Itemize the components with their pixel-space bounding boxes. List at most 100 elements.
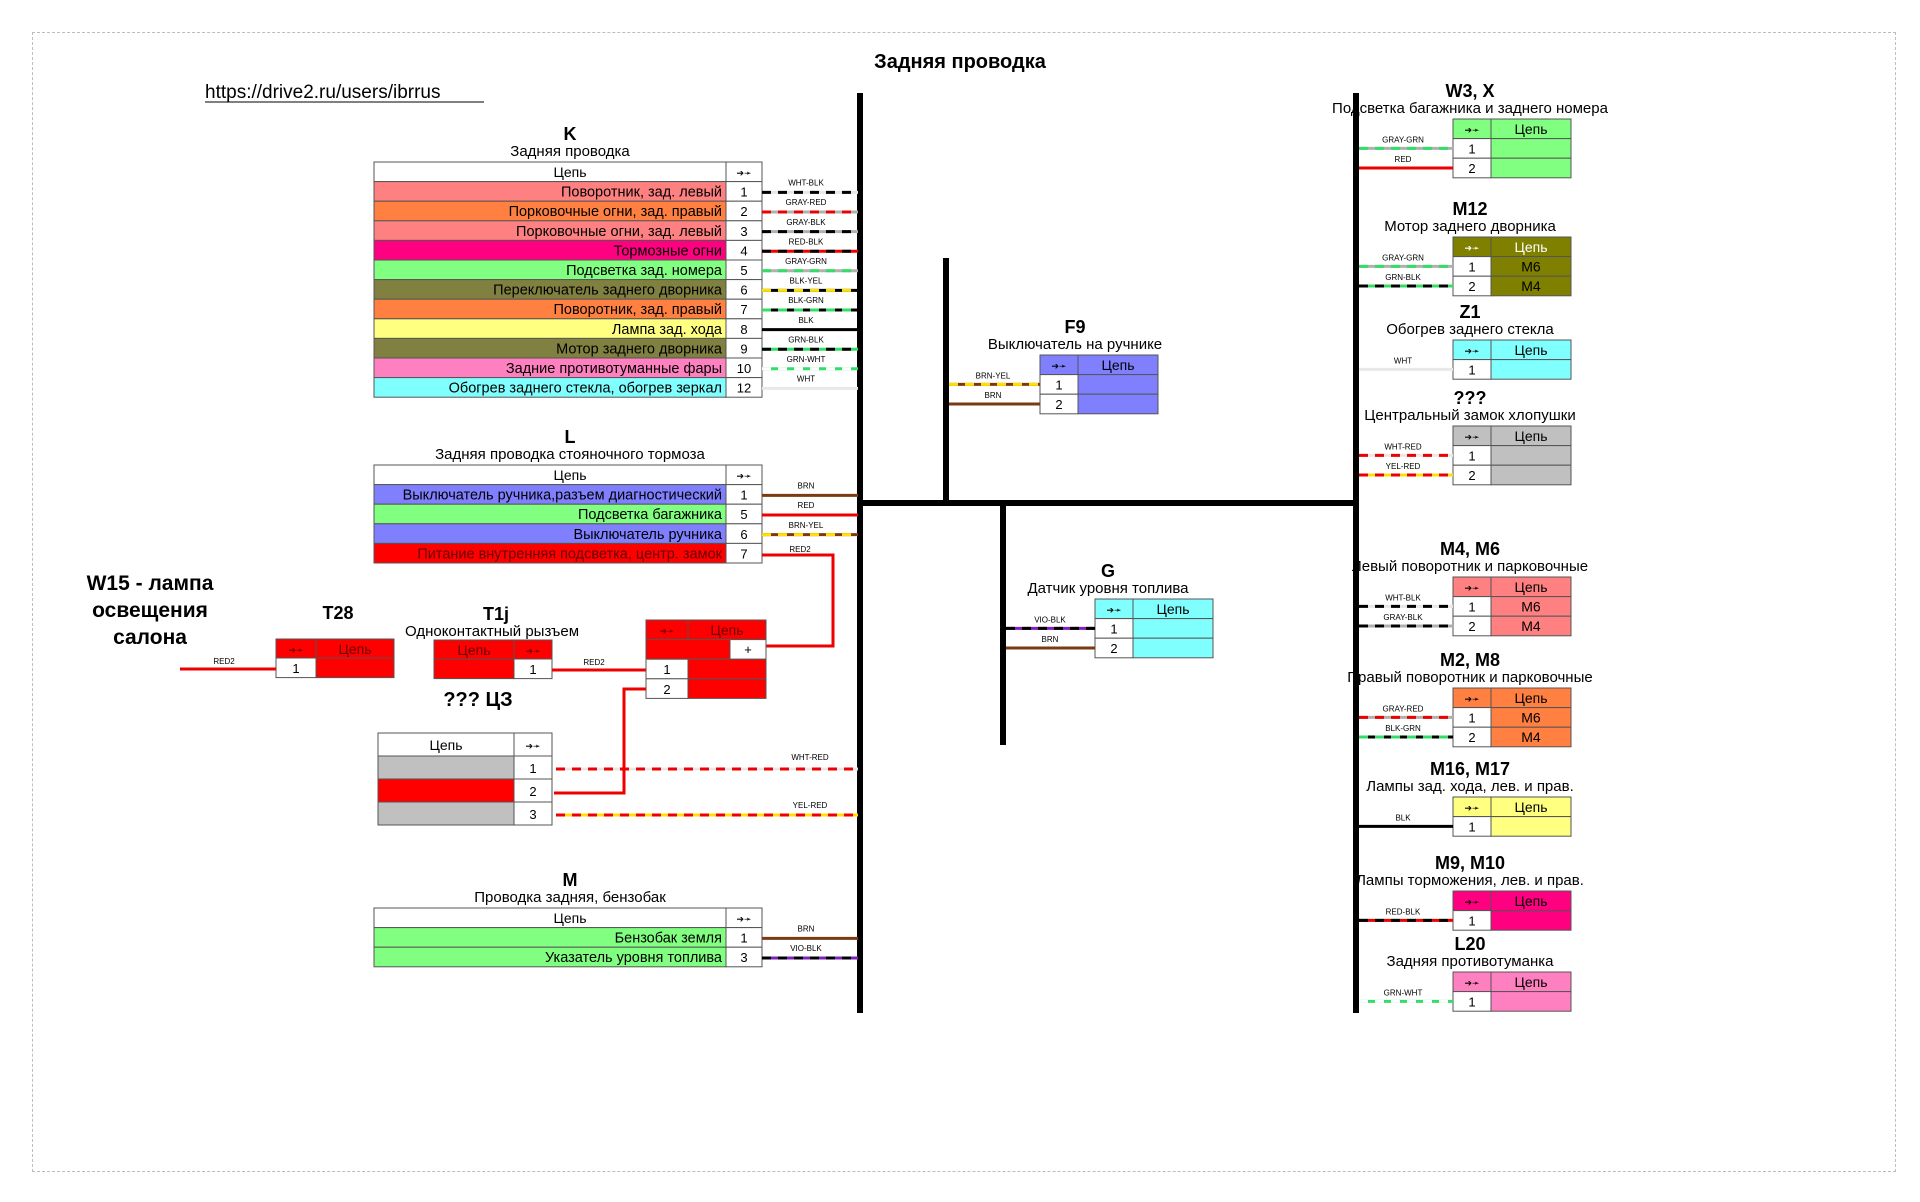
pin-icon: ➔➛ bbox=[525, 646, 541, 656]
wire-label: BLK-GRN bbox=[788, 296, 824, 305]
unknown-cz-label: ??? ЦЗ bbox=[443, 689, 512, 711]
header-circuit-label: Цепь bbox=[1156, 601, 1189, 617]
row-pin-number: 6 bbox=[740, 283, 747, 298]
wire-label: BRN bbox=[1042, 635, 1059, 644]
wire-l7-red2 bbox=[762, 553, 835, 648]
connector-id: L bbox=[565, 427, 576, 447]
row-pin-number: 1 bbox=[740, 931, 747, 946]
row-pin-number: 12 bbox=[737, 381, 751, 396]
pin-icon: ➔➛ bbox=[525, 741, 541, 751]
row-pin-number: 1 bbox=[1468, 995, 1475, 1010]
pin-icon: ➔➛ bbox=[1464, 432, 1480, 442]
wire-label: WHT bbox=[797, 375, 815, 384]
wire-label: WHT bbox=[1394, 357, 1412, 366]
row-pin-number: 1 bbox=[1468, 711, 1475, 726]
wire-label: GRAY-RED bbox=[1383, 705, 1424, 714]
row-label: Поворотник, зад. левый bbox=[561, 185, 722, 201]
wire-label: BRN-YEL bbox=[976, 372, 1011, 381]
connector-id: Z1 bbox=[1459, 302, 1480, 322]
row-circuit bbox=[1490, 138, 1572, 159]
connector-subtitle: Подсветка багажника и заднего номера bbox=[1332, 100, 1609, 117]
connector-subtitle: Выключатель на ручнике bbox=[988, 336, 1162, 353]
wire-label: GRAY-GRN bbox=[785, 257, 827, 266]
header-circuit-label: Цепь bbox=[457, 642, 490, 658]
row-pin-number: 7 bbox=[740, 302, 747, 317]
wire-label: GRAY-BLK bbox=[786, 218, 826, 227]
row-circuit bbox=[1132, 618, 1214, 639]
wire-label: BRN-YEL bbox=[789, 521, 824, 530]
row-circuit bbox=[433, 658, 515, 680]
row-pin-number: 2 bbox=[1468, 279, 1475, 294]
row-circuit bbox=[645, 639, 731, 660]
row-pin-number: 1 bbox=[529, 761, 536, 776]
row-pin-number: 2 bbox=[1468, 619, 1475, 634]
pin-icon: ➔➛ bbox=[1464, 125, 1480, 135]
pin-icon: ➔➛ bbox=[288, 645, 304, 655]
connector-id-t28: T28 bbox=[322, 603, 353, 623]
header-circuit-label: Цепь bbox=[429, 737, 462, 753]
wire-label: YEL-RED bbox=[1386, 462, 1421, 471]
row-pin-number: 2 bbox=[1110, 641, 1117, 656]
connector-id: ??? bbox=[1454, 388, 1487, 408]
row-circuit bbox=[377, 801, 515, 826]
row-pin-number: 9 bbox=[740, 341, 747, 356]
row-circuit bbox=[1077, 374, 1159, 395]
row-label: Переключатель заднего дворника bbox=[493, 283, 723, 299]
row-circuit bbox=[1490, 726, 1572, 748]
row-circuit bbox=[377, 755, 515, 780]
header-circuit-label: Цепь bbox=[553, 467, 586, 483]
row-label: Подсветка багажника bbox=[578, 507, 723, 523]
row-pin-number: 1 bbox=[1468, 914, 1475, 929]
connector-subtitle: Левый поворотник и парковочные bbox=[1352, 558, 1588, 575]
connector-id: M bbox=[563, 870, 578, 890]
row-value: M6 bbox=[1521, 259, 1541, 275]
row-circuit bbox=[1490, 910, 1572, 931]
wire-label: BRN bbox=[798, 482, 815, 491]
pin-icon: ➔➛ bbox=[736, 471, 752, 481]
header-circuit-label: Цепь bbox=[1514, 428, 1547, 444]
wire-label: RED-BLK bbox=[1386, 908, 1421, 917]
row-label: Поворотник, зад. правый bbox=[554, 302, 723, 318]
row-value: M4 bbox=[1521, 729, 1541, 745]
row-circuit bbox=[1490, 275, 1572, 297]
connector-subtitle: Мотор заднего дворника bbox=[1384, 218, 1556, 235]
connector-t1j: Цепь➔➛1 bbox=[433, 639, 553, 680]
pin-icon: ➔➛ bbox=[1464, 583, 1480, 593]
row-pin-number: 6 bbox=[740, 527, 747, 542]
row-pin-number: 1 bbox=[1055, 378, 1062, 393]
connector-id: W3, X bbox=[1445, 81, 1494, 101]
wire-label: VIO-BLK bbox=[790, 944, 822, 953]
wire-label: BLK bbox=[798, 316, 814, 325]
connector-id: K bbox=[564, 124, 577, 144]
connector-id: M16, M17 bbox=[1430, 759, 1510, 779]
wire-label: GRAY-GRN bbox=[1382, 254, 1424, 263]
row-circuit bbox=[377, 778, 515, 803]
pin-icon: ➔➛ bbox=[659, 626, 675, 636]
page-title: Задняя проводка bbox=[874, 51, 1047, 73]
header-circuit bbox=[373, 907, 727, 929]
row-pin-number: 7 bbox=[740, 546, 747, 561]
pin-icon: ➔➛ bbox=[1106, 605, 1122, 615]
connector-subtitle: Задняя проводка стояночного тормоза bbox=[435, 446, 705, 463]
header-circuit-label: Цепь bbox=[1514, 893, 1547, 909]
wire-label: RED2 bbox=[789, 545, 811, 554]
row-label: Указатель уровня топлива bbox=[545, 950, 723, 966]
wire-label: WHT-BLK bbox=[1385, 594, 1421, 603]
connector-subtitle: Датчик уровня топлива bbox=[1028, 580, 1190, 597]
header-circuit-label: Цепь bbox=[1514, 974, 1547, 990]
row-circuit bbox=[1490, 464, 1572, 486]
header-circuit-label: Цепь bbox=[1514, 121, 1547, 137]
row-label: Бензобак земля bbox=[615, 931, 722, 947]
wire-label: RED2 bbox=[213, 657, 235, 666]
connector-id: L20 bbox=[1454, 934, 1485, 954]
row-pin-number: 1 bbox=[1110, 622, 1117, 637]
row-pin-number: 8 bbox=[740, 322, 747, 337]
row-label: Задние противотуманные фары bbox=[506, 361, 722, 377]
